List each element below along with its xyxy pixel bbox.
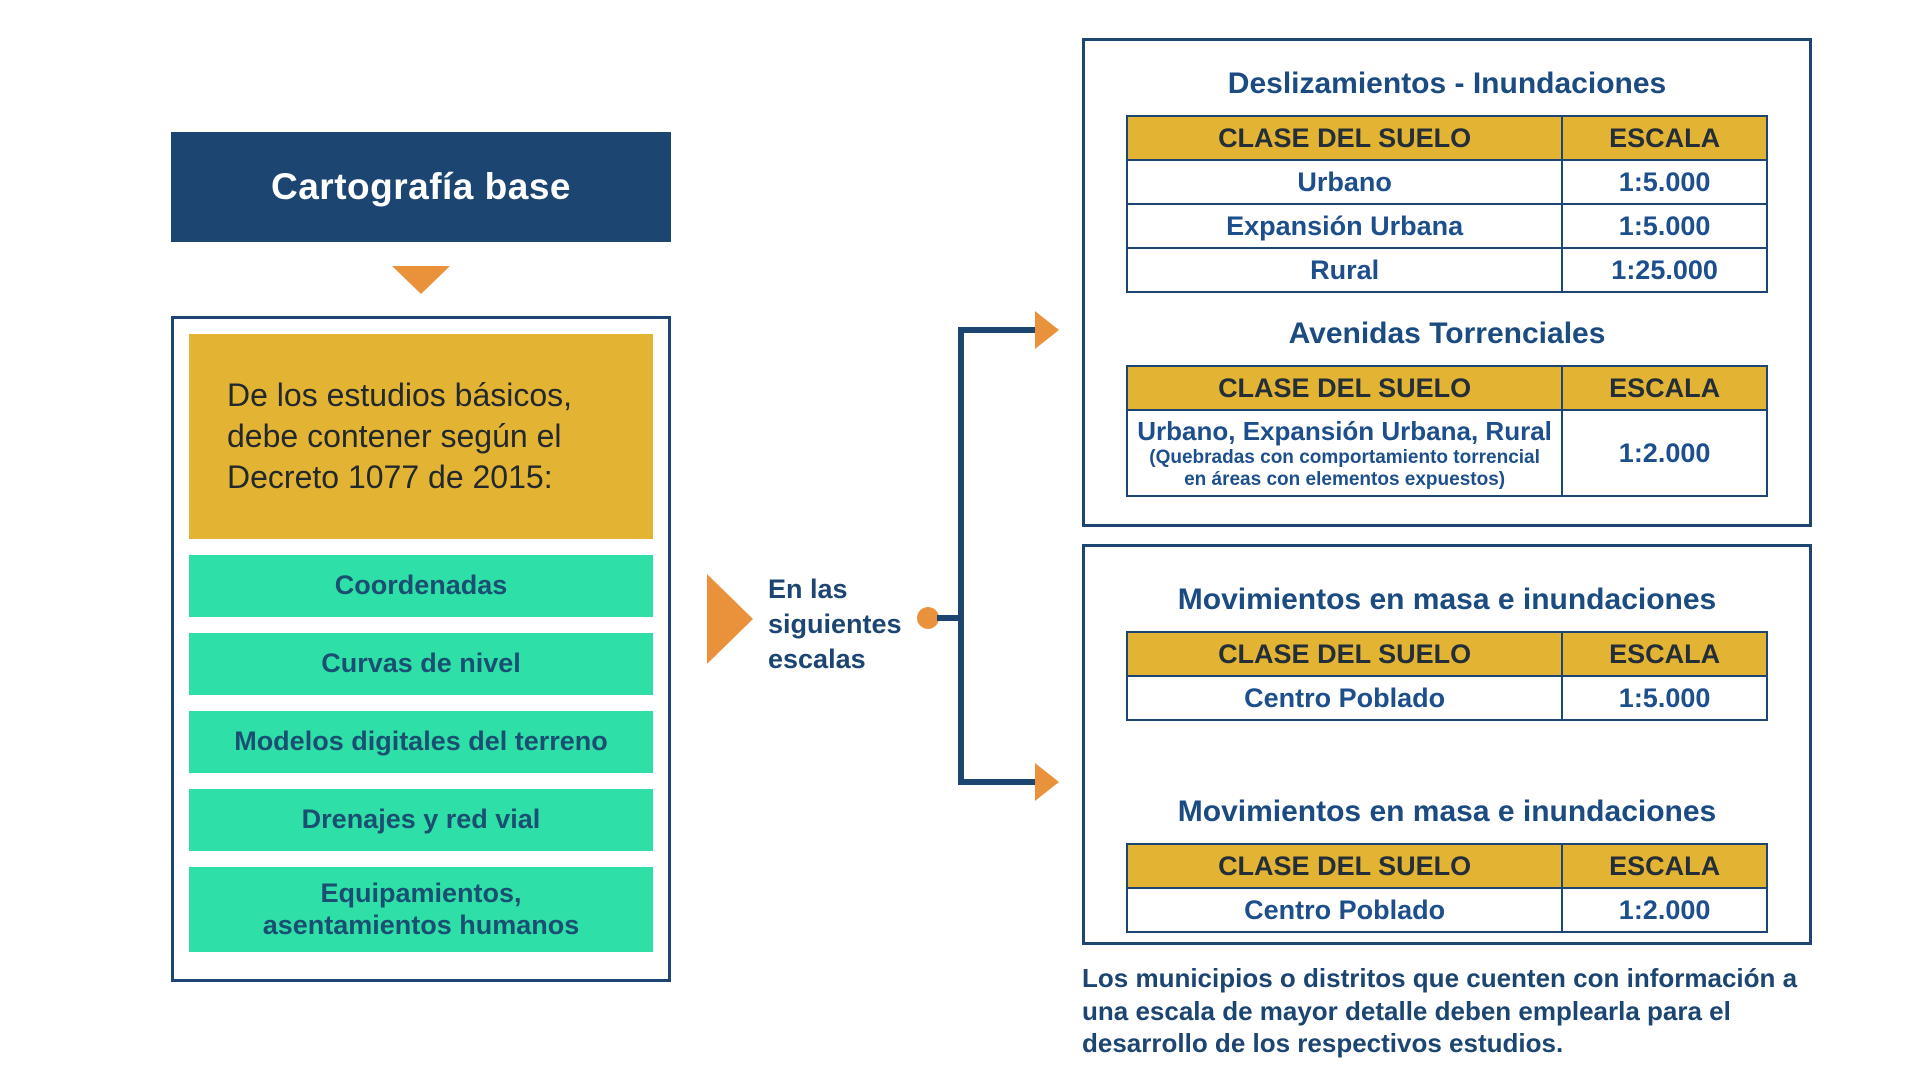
column-header-clase: CLASE DEL SUELO xyxy=(1125,365,1564,411)
connector-bottom-arm-line xyxy=(958,779,1036,785)
table-cell-escala: 1:5.000 xyxy=(1561,159,1768,205)
list-item-curvas-de-nivel: Curvas de nivel xyxy=(189,633,653,695)
hazard-panel-top: Deslizamientos - Inundaciones CLASE DEL … xyxy=(1082,38,1812,527)
table-row: Centro Poblado 1:5.000 xyxy=(1125,675,1768,721)
escalas-label: En las siguientes escalas xyxy=(768,574,902,675)
connector-dot-icon xyxy=(917,607,939,629)
column-header-escala: ESCALA xyxy=(1561,843,1768,889)
column-header-clase: CLASE DEL SUELO xyxy=(1125,115,1564,161)
connector-top-arm-line xyxy=(958,327,1036,333)
list-item-equipamientos: Equipamientos, asentamientos humanos xyxy=(189,867,653,952)
table-cell-escala: 1:5.000 xyxy=(1561,203,1768,249)
table-cell-clase: Centro Poblado xyxy=(1125,675,1564,721)
table-cell-escala: 1:2.000 xyxy=(1561,409,1768,497)
movimientos-table-2: CLASE DEL SUELO ESCALA Centro Poblado 1:… xyxy=(1125,843,1768,933)
table-cell-clase: Expansión Urbana xyxy=(1125,203,1564,249)
clase-main-text: Urbano, Expansión Urbana, Rural xyxy=(1137,416,1552,447)
list-item-coordenadas: Coordenadas xyxy=(189,555,653,617)
table-row: Urbano, Expansión Urbana, Rural (Quebrad… xyxy=(1125,409,1768,497)
table-header-row: CLASE DEL SUELO ESCALA xyxy=(1125,843,1768,889)
table-cell-escala: 1:25.000 xyxy=(1561,247,1768,293)
section-title-avenidas: Avenidas Torrenciales xyxy=(1288,317,1606,350)
table-header-row: CLASE DEL SUELO ESCALA xyxy=(1125,365,1768,411)
table-cell-clase: Rural xyxy=(1125,247,1564,293)
table-cell-clase: Urbano, Expansión Urbana, Rural (Quebrad… xyxy=(1125,409,1564,497)
clase-sub-text: (Quebradas con comportamiento torrencial… xyxy=(1149,447,1540,490)
avenidas-table: CLASE DEL SUELO ESCALA Urbano, Expansión… xyxy=(1125,365,1768,497)
right-triangle-icon xyxy=(707,574,753,664)
table-cell-clase: Urbano xyxy=(1125,159,1564,205)
down-triangle-icon xyxy=(392,266,450,294)
table-row: Expansión Urbana 1:5.000 xyxy=(1125,203,1768,249)
footnote-text: Los municipios o distritos que cuenten c… xyxy=(1082,963,1798,1058)
table-row: Rural 1:25.000 xyxy=(1125,247,1768,293)
column-header-escala: ESCALA xyxy=(1561,365,1768,411)
column-header-escala: ESCALA xyxy=(1561,115,1768,161)
table-cell-escala: 1:5.000 xyxy=(1561,675,1768,721)
deslizamientos-table: CLASE DEL SUELO ESCALA Urbano 1:5.000 Ex… xyxy=(1125,115,1768,293)
column-header-clase: CLASE DEL SUELO xyxy=(1125,631,1564,677)
list-item-drenajes: Drenajes y red vial xyxy=(189,789,653,851)
intro-text: De los estudios básicos, debe contener s… xyxy=(189,334,653,539)
column-header-escala: ESCALA xyxy=(1561,631,1768,677)
arrowhead-top-icon xyxy=(1035,311,1059,349)
table-cell-clase: Centro Poblado xyxy=(1125,887,1564,933)
cartografia-contents-box: De los estudios básicos, debe contener s… xyxy=(171,316,671,982)
table-row: Urbano 1:5.000 xyxy=(1125,159,1768,205)
arrowhead-bottom-icon xyxy=(1035,763,1059,801)
section-title-movimientos-2: Movimientos en masa e inundaciones xyxy=(1177,795,1717,828)
table-cell-escala: 1:2.000 xyxy=(1561,887,1768,933)
connector-stub-line xyxy=(937,615,963,621)
table-header-row: CLASE DEL SUELO ESCALA xyxy=(1125,115,1768,161)
section-title-movimientos-1: Movimientos en masa e inundaciones xyxy=(1177,583,1717,616)
table-header-row: CLASE DEL SUELO ESCALA xyxy=(1125,631,1768,677)
list-item-modelos-digitales: Modelos digitales del terreno xyxy=(189,711,653,773)
page-title: Cartografía base xyxy=(271,166,571,207)
section-title-deslizamientos: Deslizamientos - Inundaciones xyxy=(1227,67,1667,100)
column-header-clase: CLASE DEL SUELO xyxy=(1125,843,1564,889)
connector-vertical-line xyxy=(958,327,964,785)
cartografia-base-header: Cartografía base xyxy=(171,132,671,242)
hazard-panel-bottom: Movimientos en masa e inundaciones CLASE… xyxy=(1082,544,1812,945)
movimientos-table-1: CLASE DEL SUELO ESCALA Centro Poblado 1:… xyxy=(1125,631,1768,721)
table-row: Centro Poblado 1:2.000 xyxy=(1125,887,1768,933)
